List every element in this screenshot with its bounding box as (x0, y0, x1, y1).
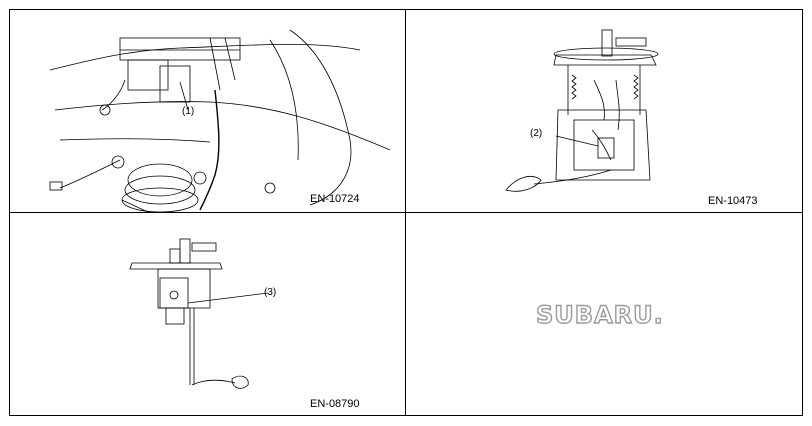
figure-3-cell: (3) EN-08790 (10, 213, 406, 415)
figure-code-1: EN-10724 (310, 193, 360, 205)
figure-1-illustration (49, 29, 391, 212)
figure-code-2: EN-10473 (708, 195, 758, 207)
figure-2-cell: (2) EN-10473 (406, 10, 802, 213)
figure-grid: (1) EN-10724 (9, 9, 803, 416)
callout-3: (3) (264, 287, 277, 298)
callout-2: (2) (530, 128, 543, 139)
logo-cell: SUBARU. (406, 213, 802, 415)
figure-3-illustration (129, 238, 269, 389)
callout-1: (1) (182, 106, 195, 117)
subaru-logo: SUBARU. (535, 300, 664, 329)
figure-1-cell: (1) EN-10724 (10, 10, 406, 213)
figure-2-illustration (505, 29, 659, 192)
figure-code-3: EN-08790 (310, 398, 360, 410)
